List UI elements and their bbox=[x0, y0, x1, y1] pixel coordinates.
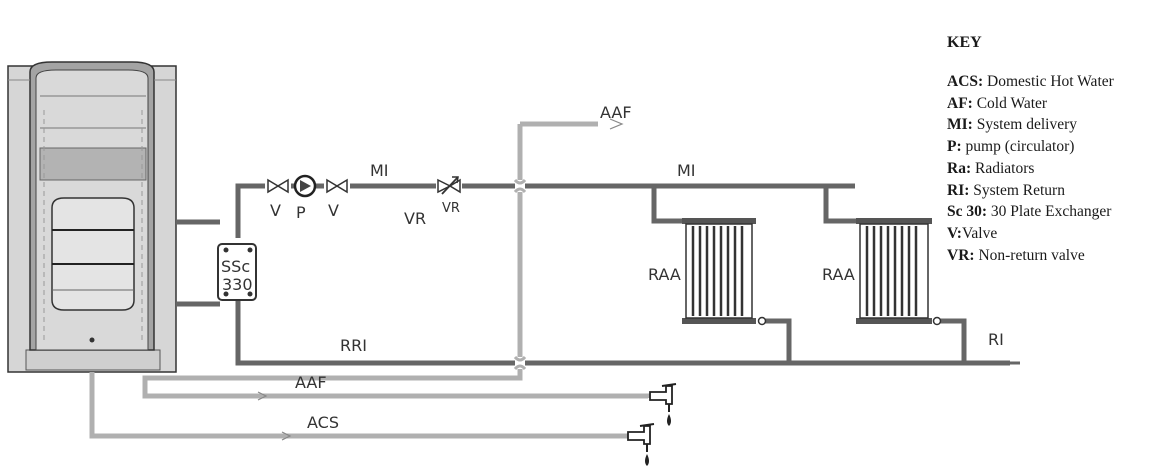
key-desc: Non-return valve bbox=[974, 246, 1085, 264]
key-desc: 30 Plate Exchanger bbox=[987, 203, 1112, 221]
label-radiator-1: RAA bbox=[648, 265, 681, 284]
key-item: Sc 30: 30 Plate Exchanger bbox=[947, 201, 1176, 223]
key-desc: System delivery bbox=[972, 116, 1078, 134]
key-legend: KEY ACS: Domestic Hot Water AF: Cold Wat… bbox=[947, 34, 1176, 266]
key-desc: System Return bbox=[969, 181, 1065, 199]
flow-arrows bbox=[257, 118, 624, 441]
key-code: V: bbox=[947, 224, 962, 242]
system-pipes bbox=[176, 183, 1020, 366]
key-item: RI: System Return bbox=[947, 180, 1176, 202]
key-title: KEY bbox=[947, 34, 982, 51]
key-list: ACS: Domestic Hot Water AF: Cold Water M… bbox=[947, 71, 1176, 266]
label-vr-symbol: VR bbox=[442, 201, 460, 216]
key-code: VR: bbox=[947, 246, 975, 264]
water-pipes bbox=[89, 121, 651, 439]
key-code: MI: bbox=[947, 116, 973, 134]
key-item: MI: System delivery bbox=[947, 114, 1176, 136]
key-code: AF: bbox=[947, 94, 973, 112]
key-desc: pump (circulator) bbox=[961, 138, 1075, 156]
key-code: Sc 30: bbox=[947, 203, 988, 221]
tap-cold-water-icon bbox=[649, 383, 677, 426]
label-vr-line: VR bbox=[404, 209, 426, 228]
radiator-2 bbox=[856, 218, 942, 326]
label-mi-right: MI bbox=[677, 161, 696, 180]
key-desc: Domestic Hot Water bbox=[983, 73, 1114, 90]
pump-icon bbox=[293, 174, 317, 198]
radiator-1 bbox=[682, 218, 767, 326]
key-item: Ra: Radiators bbox=[947, 158, 1176, 180]
label-ri-right: RI bbox=[988, 330, 1004, 349]
key-desc: Radiators bbox=[971, 159, 1035, 177]
key-item: P: pump (circulator) bbox=[947, 136, 1176, 158]
label-acs: ACS bbox=[307, 413, 339, 432]
valve-right-icon bbox=[324, 178, 350, 194]
label-af-bottom: AAF bbox=[295, 373, 327, 392]
key-code: P: bbox=[947, 138, 962, 156]
label-ri-left: RRI bbox=[340, 336, 367, 355]
key-desc: Cold Water bbox=[972, 94, 1048, 112]
key-item: VR: Non-return valve bbox=[947, 245, 1176, 267]
tap-hot-water-icon bbox=[627, 423, 655, 466]
exchanger-label-line1: SSc bbox=[221, 257, 250, 276]
label-af-top: AAF bbox=[600, 103, 632, 122]
label-valve-right: V bbox=[328, 201, 339, 220]
non-return-valve-icon bbox=[436, 176, 462, 195]
pipe-crossing bbox=[513, 178, 527, 371]
key-code: Ra: bbox=[947, 159, 972, 177]
key-desc: Valve bbox=[961, 224, 998, 242]
key-item: V:Valve bbox=[947, 223, 1176, 245]
label-valve-left: V bbox=[270, 201, 281, 220]
plate-exchanger: SSc 330 bbox=[217, 243, 257, 301]
label-pump: P bbox=[296, 203, 306, 222]
key-code: RI: bbox=[947, 181, 970, 199]
key-code: ACS: bbox=[947, 73, 984, 90]
valve-left-icon bbox=[265, 178, 291, 194]
label-mi-left: MI bbox=[370, 161, 389, 180]
key-item: AF: Cold Water bbox=[947, 93, 1176, 115]
key-item: ACS: Domestic Hot Water bbox=[947, 71, 1176, 93]
exchanger-label-line2: 330 bbox=[222, 275, 253, 294]
label-radiator-2: RAA bbox=[822, 265, 855, 284]
boiler bbox=[7, 61, 177, 373]
